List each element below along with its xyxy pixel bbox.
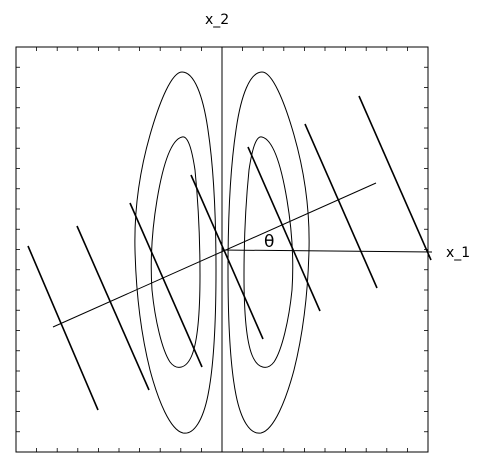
projection-line bbox=[358, 95, 432, 261]
contour-right-inner bbox=[243, 136, 294, 368]
contour-left-inner bbox=[150, 136, 201, 368]
projection-line bbox=[247, 146, 321, 312]
projection-line bbox=[304, 123, 378, 289]
projection-line bbox=[76, 225, 150, 391]
projection-line bbox=[190, 174, 264, 340]
x1-axis-line bbox=[221, 249, 433, 253]
x2-axis-label: x_2 bbox=[205, 12, 229, 28]
tick-marks bbox=[16, 47, 428, 452]
rotated-direction-line bbox=[52, 182, 377, 328]
contour-left-outer bbox=[134, 71, 217, 434]
x1-axis-label: x_1 bbox=[446, 245, 470, 261]
contour-right-outer bbox=[227, 71, 310, 434]
projection-line bbox=[129, 202, 203, 368]
projection-line bbox=[27, 245, 99, 411]
theta-angle-label: θ bbox=[264, 232, 274, 252]
projection-lines bbox=[27, 95, 432, 411]
